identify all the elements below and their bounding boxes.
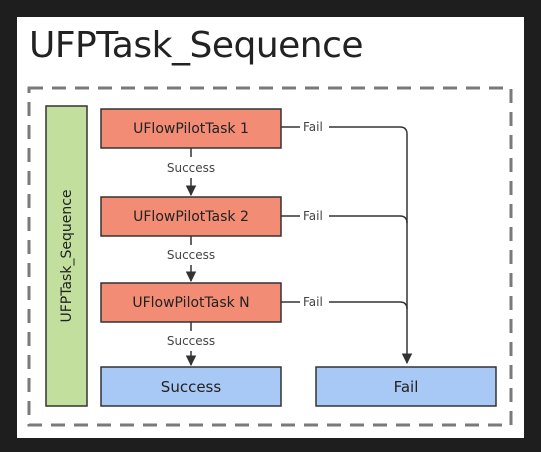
- success-edge-1: Success: [167, 148, 215, 197]
- success-label-n: Success: [167, 334, 215, 348]
- success-outcome-label: Success: [161, 378, 222, 396]
- task-label-1: UFlowPilotTask 1: [133, 121, 249, 137]
- task-node-2: UFlowPilotTask 2: [100, 196, 282, 237]
- container-bar: [45, 105, 88, 407]
- fail-edge-1: Fail: [281, 120, 413, 365]
- task-label-2: UFlowPilotTask 2: [133, 209, 249, 225]
- page-title: UFPTask_Sequence: [29, 25, 364, 66]
- diagram-panel: UFPTask_Sequence UFPTask_Sequence UFlowP…: [17, 17, 524, 438]
- success-label-1: Success: [167, 161, 215, 175]
- success-edge-2: Success: [167, 236, 215, 283]
- fail-edge-2: Fail: [281, 209, 408, 224]
- task-node-1: UFlowPilotTask 1: [100, 108, 282, 149]
- dashed-frame: [27, 86, 513, 427]
- success-edge-n: Success: [167, 322, 215, 367]
- sequence-diagram: UFPTask_Sequence UFlowPilotTask 1 UFlowP…: [27, 86, 513, 427]
- task-label-n: UFlowPilotTask N: [132, 295, 249, 311]
- task-node-n: UFlowPilotTask N: [100, 282, 282, 323]
- fail-outcome-label: Fail: [394, 378, 419, 396]
- success-outcome-node: Success: [100, 366, 282, 407]
- container-label: UFPTask_Sequence: [59, 189, 75, 322]
- success-label-2: Success: [167, 248, 215, 262]
- fail-label-n: Fail: [303, 295, 323, 309]
- fail-label-2: Fail: [303, 209, 323, 223]
- fail-label-1: Fail: [303, 120, 323, 134]
- fail-edge-n: Fail: [281, 295, 408, 310]
- fail-outcome-node: Fail: [315, 366, 497, 407]
